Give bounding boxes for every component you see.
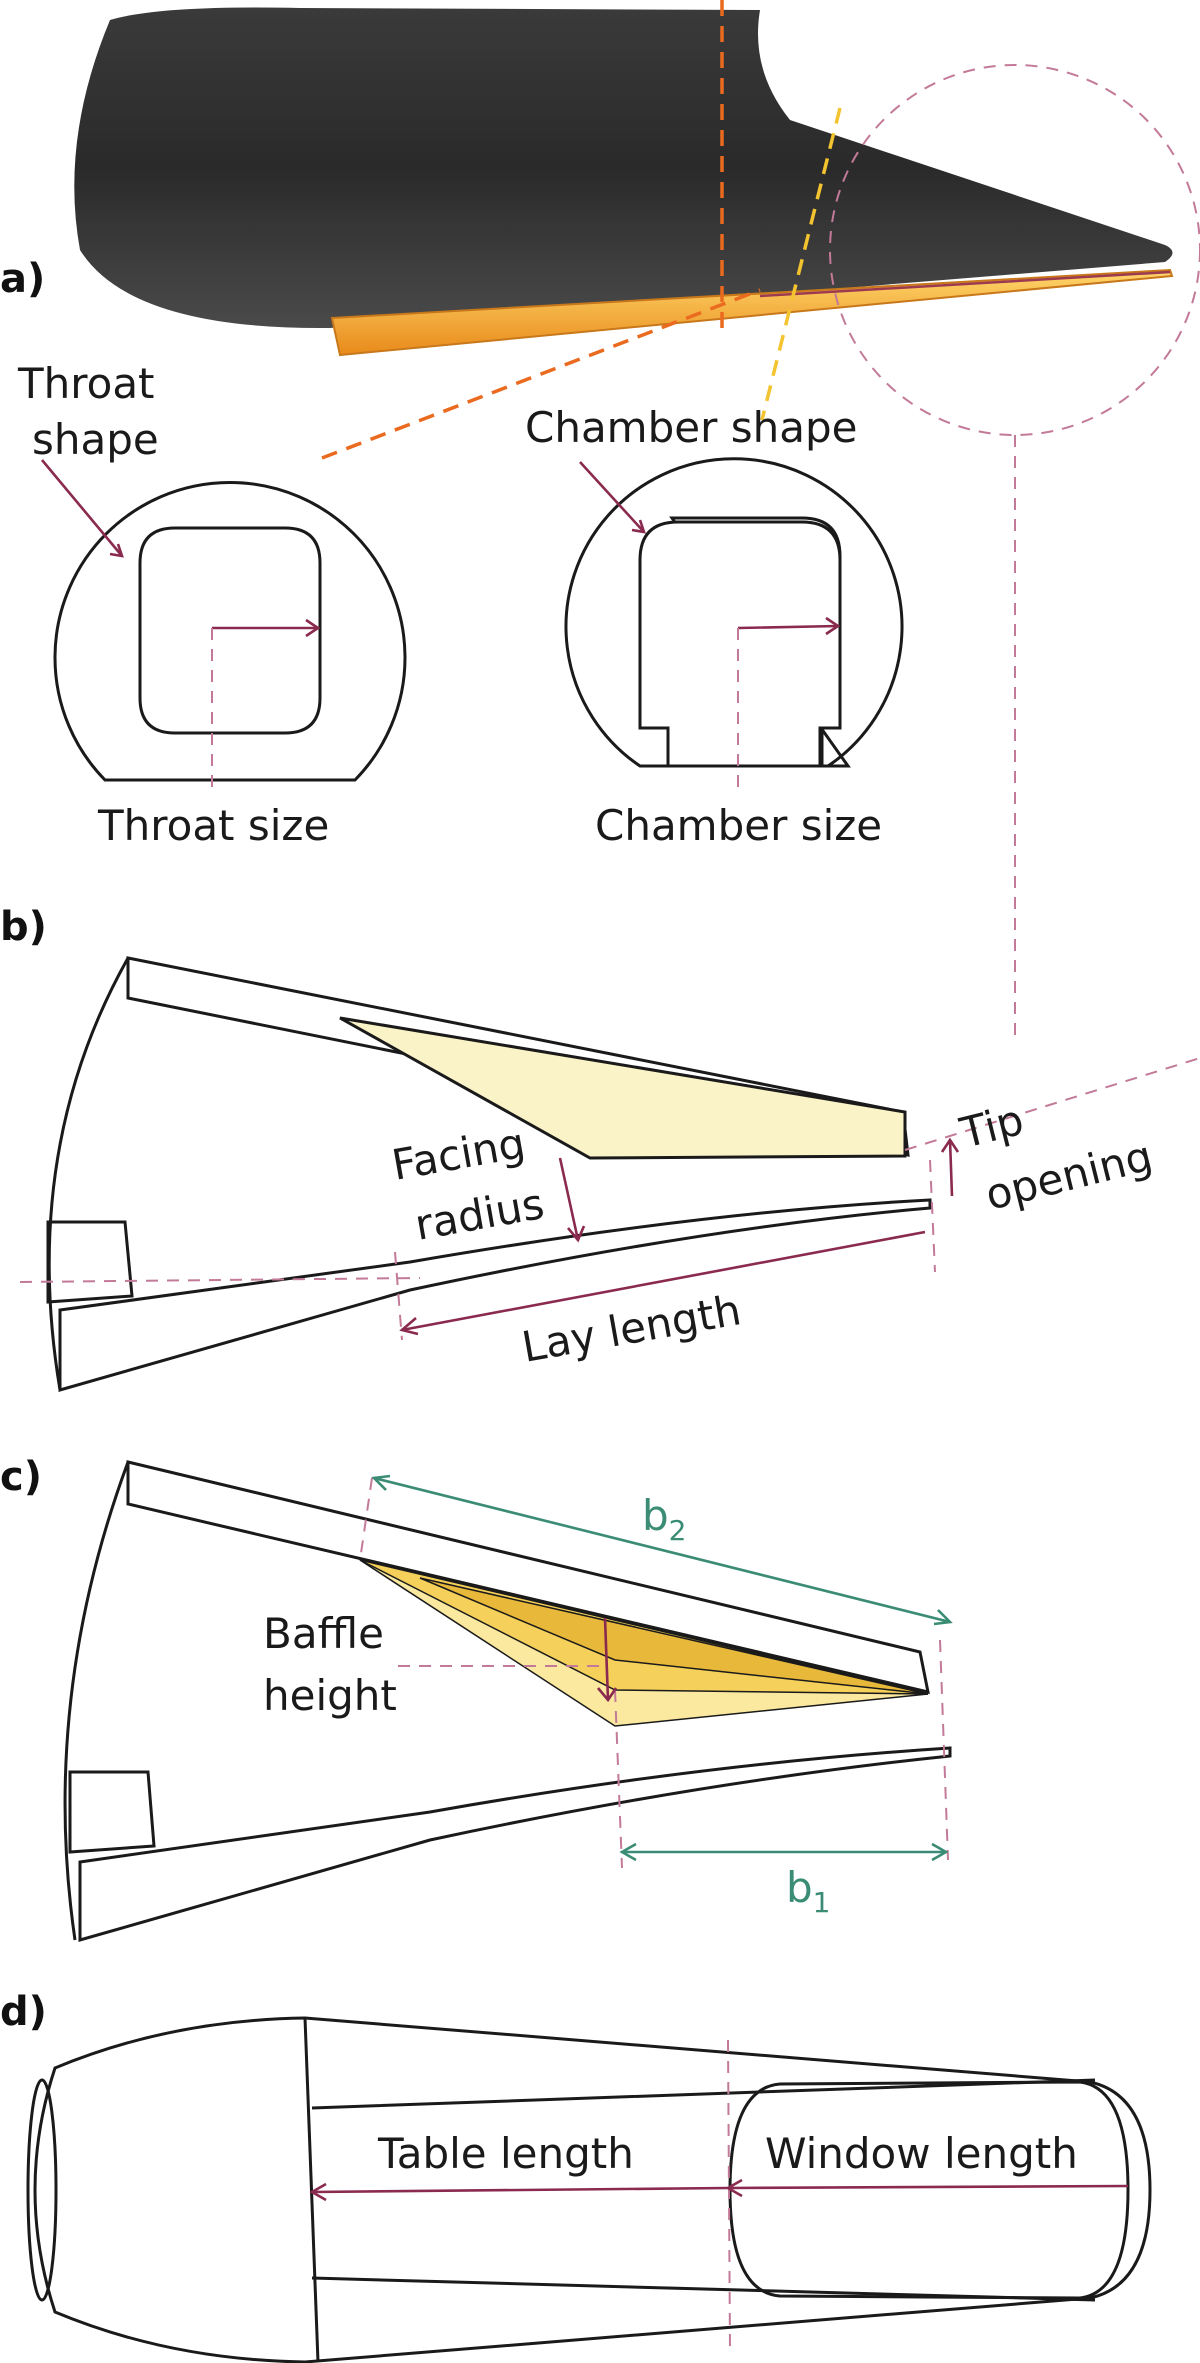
tip-opening-arrow xyxy=(948,1139,954,1197)
label-facing-radius-2: radius xyxy=(411,1179,547,1250)
label-lay-length: Lay length xyxy=(518,1285,744,1372)
upper-wall-c xyxy=(126,1460,930,1694)
label-baffle-height-2: height xyxy=(263,1671,397,1720)
label-b1: b1 xyxy=(786,1863,831,1919)
chamber-cut-line xyxy=(760,107,842,421)
tip-extension-dashed xyxy=(904,1057,1200,1151)
label-b1-subscript: 1 xyxy=(813,1886,831,1919)
mouthpiece-body xyxy=(74,7,1173,329)
label-baffle-height-1: Baffle xyxy=(263,1609,384,1658)
panel-label-b: b) xyxy=(0,904,47,950)
zoom-circle xyxy=(829,64,1200,436)
label-b2-subscript: 2 xyxy=(669,1514,687,1547)
chamber-shape-pointer-head xyxy=(631,519,646,534)
throat-shape-pointer xyxy=(41,459,123,557)
facing-radius-arrow xyxy=(558,1157,580,1241)
chamber-size-arrow xyxy=(737,624,839,630)
chamber-fill-b xyxy=(339,1016,907,1160)
baffle-fill-mid xyxy=(359,1559,929,1695)
b2-arrowhead-start xyxy=(371,1474,391,1491)
longitudinal-section-b xyxy=(46,956,932,1392)
label-throat-shape-2: shape xyxy=(32,415,159,464)
b1-start-dashed xyxy=(614,1689,623,1869)
lay-start-dashed xyxy=(394,1251,403,1341)
b1-arrowhead-end xyxy=(931,1842,949,1862)
panel-label-d: d) xyxy=(0,1989,47,2035)
label-facing-radius-1: Facing xyxy=(388,1118,529,1190)
window-length-arrowhead xyxy=(725,2178,743,2198)
label-table-length: Table length xyxy=(377,2129,634,2178)
baffle-fill-dark xyxy=(419,1577,929,1695)
window-start-dashed xyxy=(727,2039,731,2351)
throat-shape-pointer-head xyxy=(109,543,124,558)
reed xyxy=(330,268,1174,357)
label-chamber-shape: Chamber shape xyxy=(525,403,857,452)
label-throat-shape-1: Throat xyxy=(17,359,155,408)
throat-step-b xyxy=(46,1220,134,1304)
longitudinal-section-c xyxy=(63,1460,952,1942)
throat-cross-section xyxy=(53,481,407,782)
label-tip-opening-1: Tip xyxy=(955,1095,1029,1158)
upper-wall-b xyxy=(126,956,910,1157)
throat-step-c xyxy=(68,1770,156,1854)
throat-cut-leader xyxy=(321,288,761,460)
b2-arrowhead-end xyxy=(933,1609,953,1626)
table-length-arrowhead xyxy=(309,2182,327,2202)
window-outline xyxy=(728,2080,1130,2300)
tip-opening-arrowhead xyxy=(940,1137,960,1153)
label-window-length: Window length xyxy=(765,2129,1078,2178)
panel-label-a: a) xyxy=(0,256,45,302)
chamber-inner xyxy=(638,520,842,768)
label-b2-letter: b xyxy=(642,1491,669,1540)
throat-size-arrowhead xyxy=(305,618,321,638)
baffle-height-arrow xyxy=(603,1617,610,1701)
label-throat-size: Throat size xyxy=(97,801,329,850)
facing-radius-arrowhead xyxy=(567,1225,586,1243)
tip-vertical-dashed-c xyxy=(939,1639,949,1861)
baffle-height-arrowhead xyxy=(597,1687,618,1703)
reed-edge-line xyxy=(759,270,1171,298)
label-b1-letter: b xyxy=(786,1863,813,1912)
mouthpiece-top-view xyxy=(26,2016,1152,2363)
tip-vertical-dashed xyxy=(929,1159,936,1273)
label-chamber-size: Chamber size xyxy=(595,801,882,850)
chamber-size-arrowhead xyxy=(825,616,841,636)
table-length-arrow xyxy=(311,2186,729,2194)
baseline-dashed-b xyxy=(19,1277,421,1283)
lay-length-arrowhead xyxy=(399,1317,419,1336)
lower-wall-c xyxy=(78,1746,952,1942)
chamber-shape-pointer xyxy=(579,461,645,533)
b2-start-dashed xyxy=(359,1477,373,1561)
b2-arrow xyxy=(373,1476,951,1624)
label-b2: b2 xyxy=(642,1491,687,1547)
b1-arrowhead-start xyxy=(619,1842,637,1862)
panel-label-c: c) xyxy=(0,1454,42,1500)
window-length-arrow xyxy=(727,2184,1129,2190)
lay-length-arrow xyxy=(401,1230,926,1332)
